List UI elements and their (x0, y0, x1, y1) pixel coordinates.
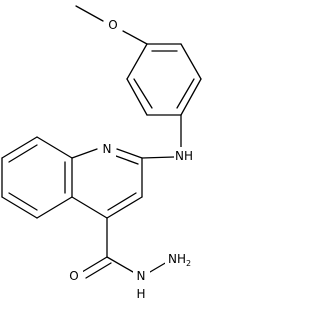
hydrazide-h-label: H (136, 287, 145, 301)
bond-carbonyl-o-1 (81, 256, 108, 273)
ring-nitrogen-label: N (103, 142, 112, 156)
hydrazide-nh2-main: NH (168, 252, 186, 266)
amine-nh-label: NH (175, 149, 193, 163)
bond-o-aryl (122, 30, 148, 45)
ring-n-background (98, 140, 116, 158)
hydrazide-nh2-subscript: 2 (186, 259, 191, 268)
bond-carbonyl-n (106, 256, 134, 273)
bond-c2-n1-double (115, 155, 139, 165)
methoxy-o-background (104, 17, 122, 34)
hydrazide-nh2-label: NH2 (168, 252, 191, 268)
bond-c6-c5 (1, 196, 38, 219)
bond-c4-c3-double (107, 192, 137, 211)
hydrazide-nh-background (133, 266, 150, 300)
molecule-structure: O N NH O N H NH2 (1, 5, 212, 301)
bond-phenyl-6 (126, 43, 148, 80)
hydrazide-nh2-background (165, 250, 212, 270)
bond-phenyl-5 (126, 78, 148, 116)
bond-n-nh2 (149, 261, 168, 273)
carbonyl-oxygen-label: O (69, 269, 78, 283)
bond-c8-c7 (1, 136, 38, 159)
bond-c8a-c8 (36, 136, 73, 159)
bond-c4-c3 (106, 196, 143, 219)
bond-c5-c4a (36, 196, 73, 219)
bond-layer (1, 5, 202, 279)
amine-background (174, 147, 202, 165)
carbonyl-o-background (65, 267, 83, 285)
bond-c2-n1 (116, 148, 143, 159)
bond-phenyl-inner-3 (133, 78, 153, 109)
atom-label-layer: O N NH O N H NH2 (65, 17, 212, 301)
bond-phenyl-3 (180, 78, 202, 116)
bond-c8-c7-double (8, 144, 38, 163)
bond-carbonyl-o-2 (85, 262, 112, 279)
hydrazide-n-label: N (137, 269, 146, 283)
bond-nh-c2 (141, 156, 175, 159)
bond-phenyl-inner-2 (176, 78, 195, 109)
bond-methyl-o (75, 5, 104, 22)
bond-n1-c8a (71, 148, 98, 159)
methoxy-oxygen-label: O (108, 18, 117, 32)
bond-c6-c5-double (8, 192, 38, 211)
bond-c4a-c4 (71, 196, 108, 219)
bond-phenyl-2 (180, 43, 202, 80)
